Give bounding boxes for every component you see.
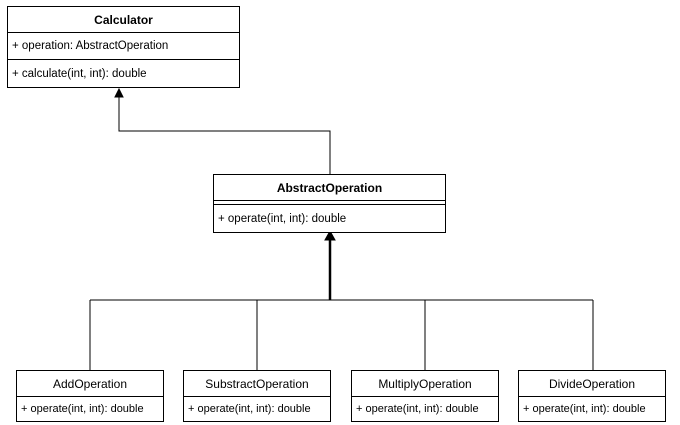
class-abstract-operation-attributes bbox=[214, 201, 445, 205]
class-multiply-operation[interactable]: MultiplyOperation + operate(int, int): d… bbox=[351, 370, 499, 422]
class-calculator[interactable]: Calculator + operation: AbstractOperatio… bbox=[7, 6, 240, 88]
class-multiply-operation-name: MultiplyOperation bbox=[352, 371, 498, 397]
class-add-operation[interactable]: AddOperation + operate(int, int): double bbox=[16, 370, 164, 422]
class-add-operation-method: + operate(int, int): double bbox=[21, 403, 144, 415]
class-calculator-method: + calculate(int, int): double bbox=[12, 67, 147, 80]
class-divide-operation-method: + operate(int, int): double bbox=[523, 403, 646, 415]
class-substract-operation-method: + operate(int, int): double bbox=[188, 403, 311, 415]
association-line bbox=[118, 93, 331, 174]
class-substract-operation-name: SubstractOperation bbox=[184, 371, 330, 397]
class-add-operation-name: AddOperation bbox=[17, 371, 163, 397]
class-divide-operation[interactable]: DivideOperation + operate(int, int): dou… bbox=[518, 370, 666, 422]
class-divide-operation-name: DivideOperation bbox=[519, 371, 665, 397]
class-multiply-operation-method: + operate(int, int): double bbox=[356, 403, 479, 415]
class-calculator-attribute: + operation: AbstractOperation bbox=[8, 33, 239, 60]
inheritance-arrowhead bbox=[324, 229, 336, 241]
class-abstract-operation[interactable]: AbstractOperation + operate(int, int): d… bbox=[213, 174, 446, 233]
class-abstract-operation-name: AbstractOperation bbox=[214, 175, 445, 201]
association-arrowhead bbox=[114, 87, 124, 98]
class-calculator-name: Calculator bbox=[8, 7, 239, 33]
class-substract-operation[interactable]: SubstractOperation + operate(int, int): … bbox=[183, 370, 331, 422]
class-abstract-operation-method: + operate(int, int): double bbox=[218, 212, 347, 225]
